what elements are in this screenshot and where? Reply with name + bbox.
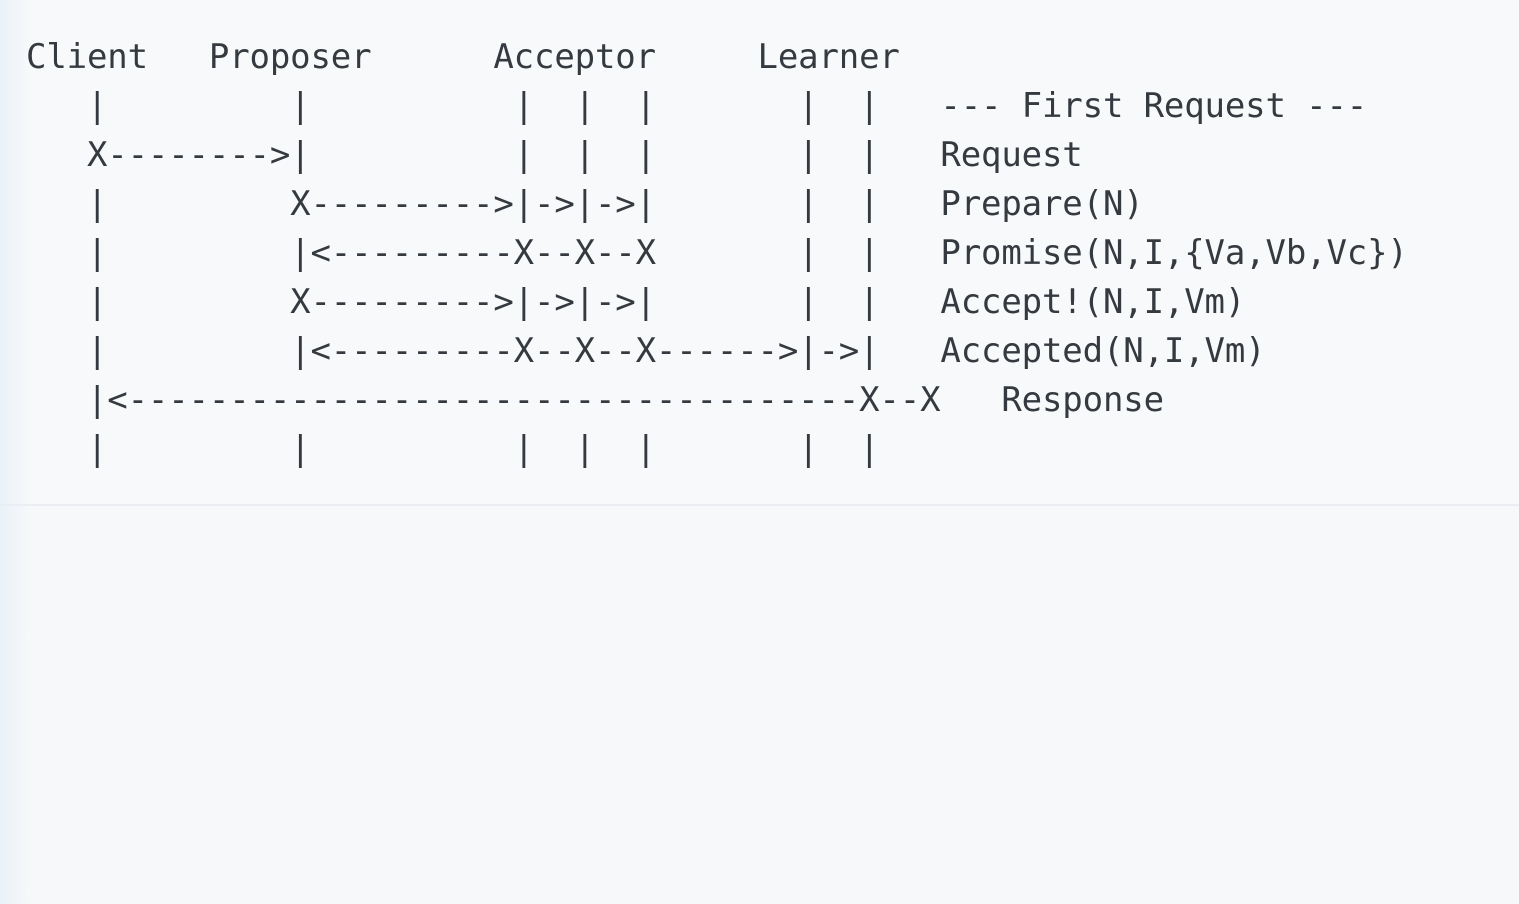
ascii-art-first-request: Client Proposer Acceptor Learner | | | |… [26, 37, 1408, 469]
panel-divider [0, 504, 1519, 506]
panel-following-requests: Client Proposer Acceptor Learner | | | |… [0, 506, 1519, 904]
panel-first-request: Client Proposer Acceptor Learner | | | |… [0, 0, 1408, 505]
panel-left-edge-tint [0, 506, 30, 904]
